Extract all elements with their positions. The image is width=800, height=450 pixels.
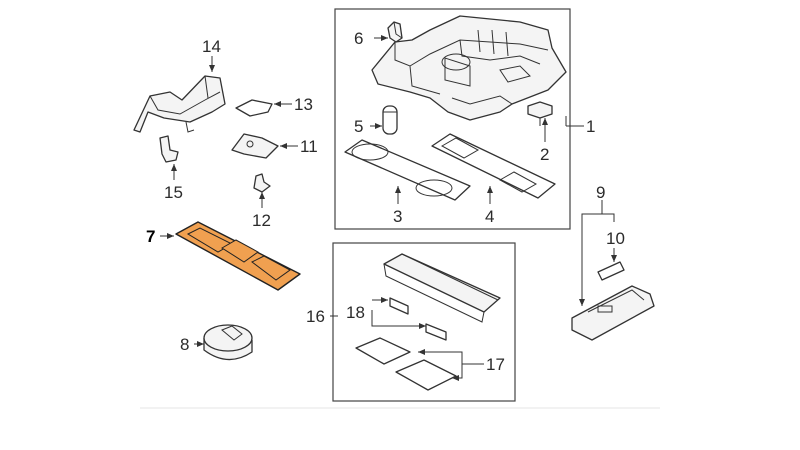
bracket-part-11: [231, 133, 279, 159]
screw-part-12: [253, 173, 271, 193]
callout-8: 8: [180, 335, 189, 354]
callout-12: 12: [252, 211, 271, 230]
callout-7: 7: [146, 227, 155, 246]
callout-11: 11: [300, 137, 318, 156]
callout-16: 16: [306, 307, 325, 326]
bulb-part-10: [597, 261, 625, 281]
callout-1: 1: [586, 117, 595, 136]
callout-5: 5: [354, 117, 363, 136]
callout-15: 15: [164, 183, 183, 202]
lens-part: [431, 133, 556, 199]
callout-2: 2: [540, 145, 549, 164]
screw-part-2: [527, 101, 553, 126]
callout-3: 3: [393, 207, 402, 226]
pads-part-17: [355, 337, 457, 391]
callout-18: 18: [346, 303, 365, 322]
group-box-map-light: [332, 242, 516, 402]
bulbs-part-18: [389, 297, 447, 341]
screw-part-15: [159, 135, 179, 163]
dome-lamp-part: [571, 285, 655, 341]
callout-13: 13: [294, 95, 313, 114]
callout-14: 14: [202, 37, 221, 56]
switch-part: [203, 324, 253, 361]
callout-17: 17: [486, 355, 505, 374]
callout-6: 6: [354, 29, 363, 48]
pad-part-7-highlighted: [175, 221, 301, 291]
map-light-part: [383, 253, 501, 323]
group-box-console: [334, 8, 571, 230]
callout-10: 10: [606, 229, 625, 248]
lens-gasket-part: [344, 139, 471, 201]
console-housing-part: [371, 15, 567, 121]
callout-4: 4: [485, 207, 494, 226]
clip-part: [387, 21, 403, 43]
pad-part-13: [235, 99, 273, 117]
callout-9: 9: [596, 183, 605, 202]
bracket-part: [133, 75, 226, 133]
bulb-part: [382, 105, 398, 135]
